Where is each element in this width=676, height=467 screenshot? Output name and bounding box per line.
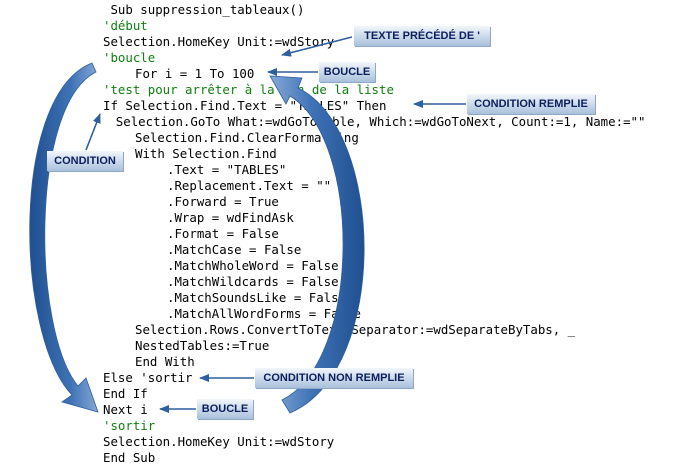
- code-line: End With: [135, 354, 195, 369]
- code-line: .MatchSoundsLike = False: [167, 290, 347, 305]
- code-line: Selection.Find.ClearFormatting: [135, 130, 359, 145]
- code-line: End Sub: [103, 450, 156, 465]
- code-line: Selection.HomeKey Unit:=wdStory: [103, 34, 335, 49]
- code-line: .Text = "TABLES": [167, 162, 287, 177]
- label-condition-remplie: CONDITION REMPLIE: [467, 94, 595, 114]
- code-comment-line: 'boucle: [103, 50, 156, 65]
- code-line: .Forward = True: [167, 194, 279, 209]
- loop-arrow-right: [269, 75, 365, 414]
- code-line: End If: [103, 386, 148, 401]
- loop-arrow-left: [29, 62, 99, 413]
- code-line: Next i: [103, 402, 148, 417]
- label-condition: CONDITION: [47, 151, 123, 171]
- label-condition-non-remplie: CONDITION NON REMPLIE: [255, 368, 413, 388]
- code-line: .MatchCase = False: [167, 242, 302, 257]
- code-line: Selection.HomeKey Unit:=wdStory: [103, 434, 335, 449]
- code-line: For i = 1 To 100: [135, 66, 255, 81]
- label-boucle-bottom: BOUCLE: [197, 399, 253, 419]
- code-line: With Selection.Find: [135, 146, 277, 161]
- pointer-condition: [85, 113, 101, 151]
- code-comment-line: 'début: [103, 18, 148, 33]
- code-line: NestedTables:=True: [135, 338, 270, 353]
- code-line: Else 'sortir: [103, 370, 193, 385]
- label-boucle-top: BOUCLE: [319, 62, 375, 82]
- code-line: .MatchWildcards = False: [167, 274, 339, 289]
- code-line: .MatchWholeWord = False: [167, 258, 339, 273]
- code-line: Selection.Rows.ConvertToText Separator:=…: [135, 322, 576, 337]
- label-texte-precede: TEXTE PRÉCÉDÉ DE ': [354, 26, 490, 46]
- code-line: .Replacement.Text = "": [167, 178, 332, 193]
- pointer-texte-precede: [281, 36, 353, 57]
- code-line: .Format = False: [167, 226, 279, 241]
- code-comment-line: 'sortir: [103, 418, 156, 433]
- code-line: Sub suppression_tableaux(): [103, 2, 305, 17]
- code-line: .Wrap = wdFindAsk: [167, 210, 294, 225]
